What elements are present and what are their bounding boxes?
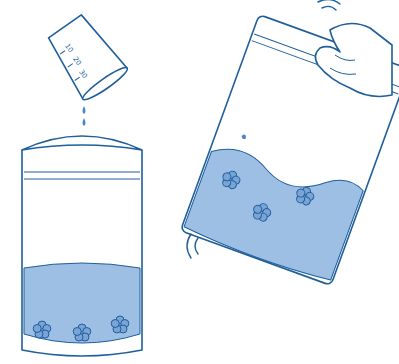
water-drop xyxy=(83,118,86,126)
bag xyxy=(22,136,142,356)
motion-lines xyxy=(187,0,340,258)
shaken-bag xyxy=(180,15,399,286)
hand-fingers xyxy=(330,55,356,74)
measuring-cup xyxy=(43,11,130,103)
flowers xyxy=(33,316,129,341)
hand xyxy=(315,23,392,96)
water-drop xyxy=(83,106,86,114)
